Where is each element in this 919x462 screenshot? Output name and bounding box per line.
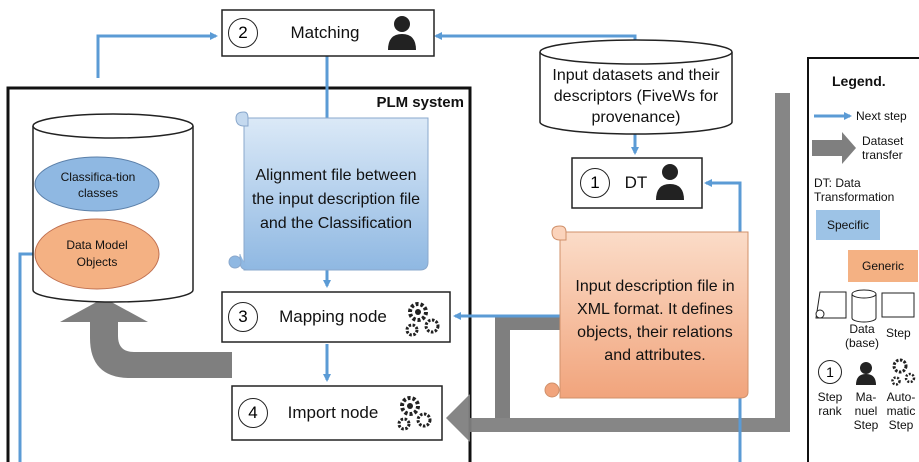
legend-step-rank-label: Step rank <box>817 390 843 418</box>
legend-next-step-label: Next step <box>856 109 907 123</box>
transfer-arrow-to-database <box>60 298 232 378</box>
input-datasets-label: Input datasets and their descriptors (Fi… <box>552 66 720 126</box>
legend-data-base-label: Data (base) <box>844 322 879 350</box>
classification-database <box>32 113 194 303</box>
legend-dataset-transfer-arrow <box>812 132 856 164</box>
legend-database-shape <box>851 289 877 323</box>
arrow-feedback-to-dt <box>18 252 34 462</box>
plm-system-box <box>6 86 472 462</box>
plm-system-title: PLM system <box>376 93 464 111</box>
matching-label: Matching <box>290 23 360 42</box>
legend-specific-swatch <box>816 210 880 240</box>
gears-icon-import <box>397 396 432 431</box>
step-rank-1: 1 <box>580 168 610 198</box>
legend-generic-swatch <box>848 250 918 282</box>
legend-automatic-step-label: Auto-matic Step <box>886 390 916 432</box>
classification-classes-ellipse <box>34 156 160 212</box>
data-model-objects-label: Data Model Objects <box>66 238 128 269</box>
alignment-file-scroll <box>228 111 429 271</box>
mapping-box <box>221 291 451 343</box>
classification-classes-label: Classifica-tion classes <box>60 170 136 200</box>
alignment-file-label: Alignment file between the input descrip… <box>251 167 421 232</box>
legend-scroll-shape <box>815 291 847 319</box>
legend-gears-icon <box>891 358 916 386</box>
input-datasets-database <box>539 39 733 135</box>
legend-dataset-transfer-label: Dataset transfer <box>862 134 904 162</box>
legend-specific-label: Specific <box>826 218 870 232</box>
transfer-arrow-input-desc <box>495 316 560 418</box>
legend-step-label: Step <box>886 326 911 340</box>
import-label: Import node <box>287 403 379 422</box>
legend-generic-label: Generic <box>861 259 905 273</box>
legend-person-icon <box>856 362 876 385</box>
input-description-label: Input description file in XML format. It… <box>575 278 735 364</box>
person-icon-matching <box>388 16 416 50</box>
mapping-label: Mapping node <box>279 307 387 326</box>
arrow-classif-to-matching <box>96 32 218 78</box>
step-rank-2: 2 <box>228 18 258 48</box>
legend-step-shape <box>881 292 915 318</box>
data-model-objects-ellipse <box>34 218 160 290</box>
step-rank-4: 4 <box>238 398 268 428</box>
gears-icon-mapping <box>405 302 440 337</box>
person-icon-dt <box>656 164 684 200</box>
step-rank-3: 3 <box>228 302 258 332</box>
dt-label: DT <box>624 173 648 192</box>
legend-manual-step-label: Ma-nuel Step <box>853 390 879 432</box>
legend-step-rank-circle: 1 <box>818 360 842 384</box>
legend-title: Legend. <box>832 73 886 89</box>
input-description-scroll <box>544 225 749 399</box>
legend-dt-definition: DT: Data Transformation <box>814 176 895 204</box>
